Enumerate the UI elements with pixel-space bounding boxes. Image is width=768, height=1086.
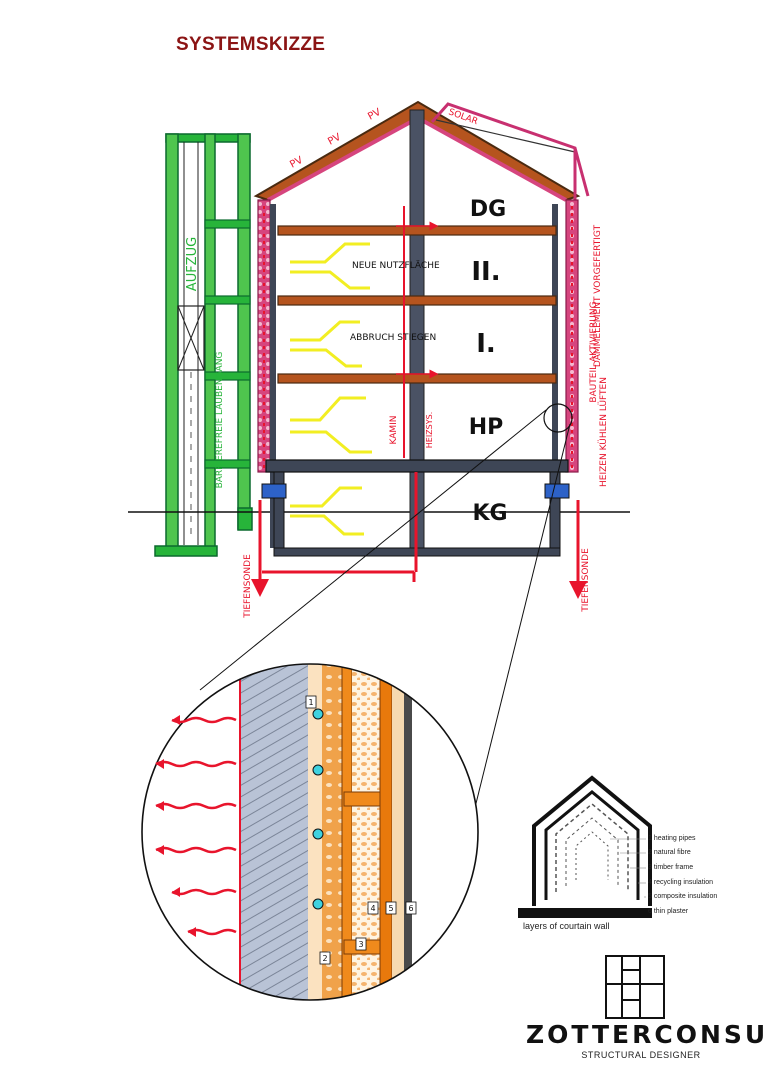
detail-number-4: 4 [370, 904, 375, 913]
note-probe-left: TIEFENSONDE [243, 554, 253, 619]
note-new-floor-area: NEUE NUTZFLÄCHE [352, 260, 440, 271]
roof-label-pv1: PV [288, 155, 305, 171]
legend-caption: layers of courtain wall [523, 921, 610, 931]
floor-label-og1: I. [476, 329, 496, 359]
detail-number-3: 3 [358, 940, 363, 949]
logo-tagline: STRUCTURAL DESIGNER [581, 1050, 701, 1060]
note-activation: BAUTEIL AKTIVIERUNG [589, 301, 599, 402]
layers-diagram [518, 775, 652, 918]
detail-number-6: 6 [408, 904, 413, 913]
roof-label-pv3: PV [366, 107, 383, 123]
note-heating-system: HEIZSYS. [425, 412, 434, 449]
note-chimney: KAMIN [389, 415, 399, 444]
legend-item-composite-insulation: 5 composite insulation [648, 893, 718, 900]
detail-number-2: 2 [322, 954, 327, 963]
detail-number-5: 5 [388, 904, 393, 913]
legend-item-heating-pipes: 1 heating pipes [648, 835, 696, 842]
elevator-access-note: BARRIEREFREIE LAUBENGANG [215, 352, 225, 489]
elevator-label: AUFZUG [185, 237, 200, 291]
stairs-symbol [290, 242, 372, 536]
legend-item-recycling-insulation: 4 recycling insulation [648, 879, 713, 886]
elevator-tower: AUFZUG BARRIEREFREIE LAUBENGANG [154, 133, 253, 557]
roof-label-pv2: PV [326, 132, 343, 148]
floor-label-kg: KG [472, 501, 507, 526]
insulation-wall-right [565, 199, 579, 473]
geothermal-probes [251, 500, 587, 599]
note-functions: HEIZEN KÜHLEN LÜFTEN [598, 377, 609, 487]
floor-label-dg: DG [470, 197, 506, 222]
note-stairs: ABBRUCH STIEGEN [350, 333, 436, 343]
legend-item-timber-frame: 3 timber frame [648, 864, 694, 871]
heat-radiation-arrows [155, 716, 237, 936]
house-section [253, 100, 590, 572]
logo-mark [605, 955, 665, 1019]
note-probe-right: TIEFENSONDE [581, 548, 591, 613]
page-title: SYSTEMSKIZZE [176, 34, 326, 55]
detail-marker-circle [543, 403, 573, 433]
floor-label-hp: HP [469, 415, 504, 440]
logo-name: ZOTTERCONSULT [526, 1020, 768, 1049]
legend-item-natural-fibre: 2 natural fibre [648, 849, 691, 856]
connector-line [199, 409, 547, 691]
wall-detail-circle: 1 2 3 4 5 6 [141, 663, 479, 1001]
detail-number-1: 1 [308, 698, 313, 707]
floor-label-og2: II. [471, 257, 500, 287]
legend-item-thin-plaster: 6 thin plaster [648, 908, 689, 915]
connector-line [461, 423, 571, 861]
note-insulation: DÄMMELEMENT VORGEFERTIGT [592, 224, 603, 367]
